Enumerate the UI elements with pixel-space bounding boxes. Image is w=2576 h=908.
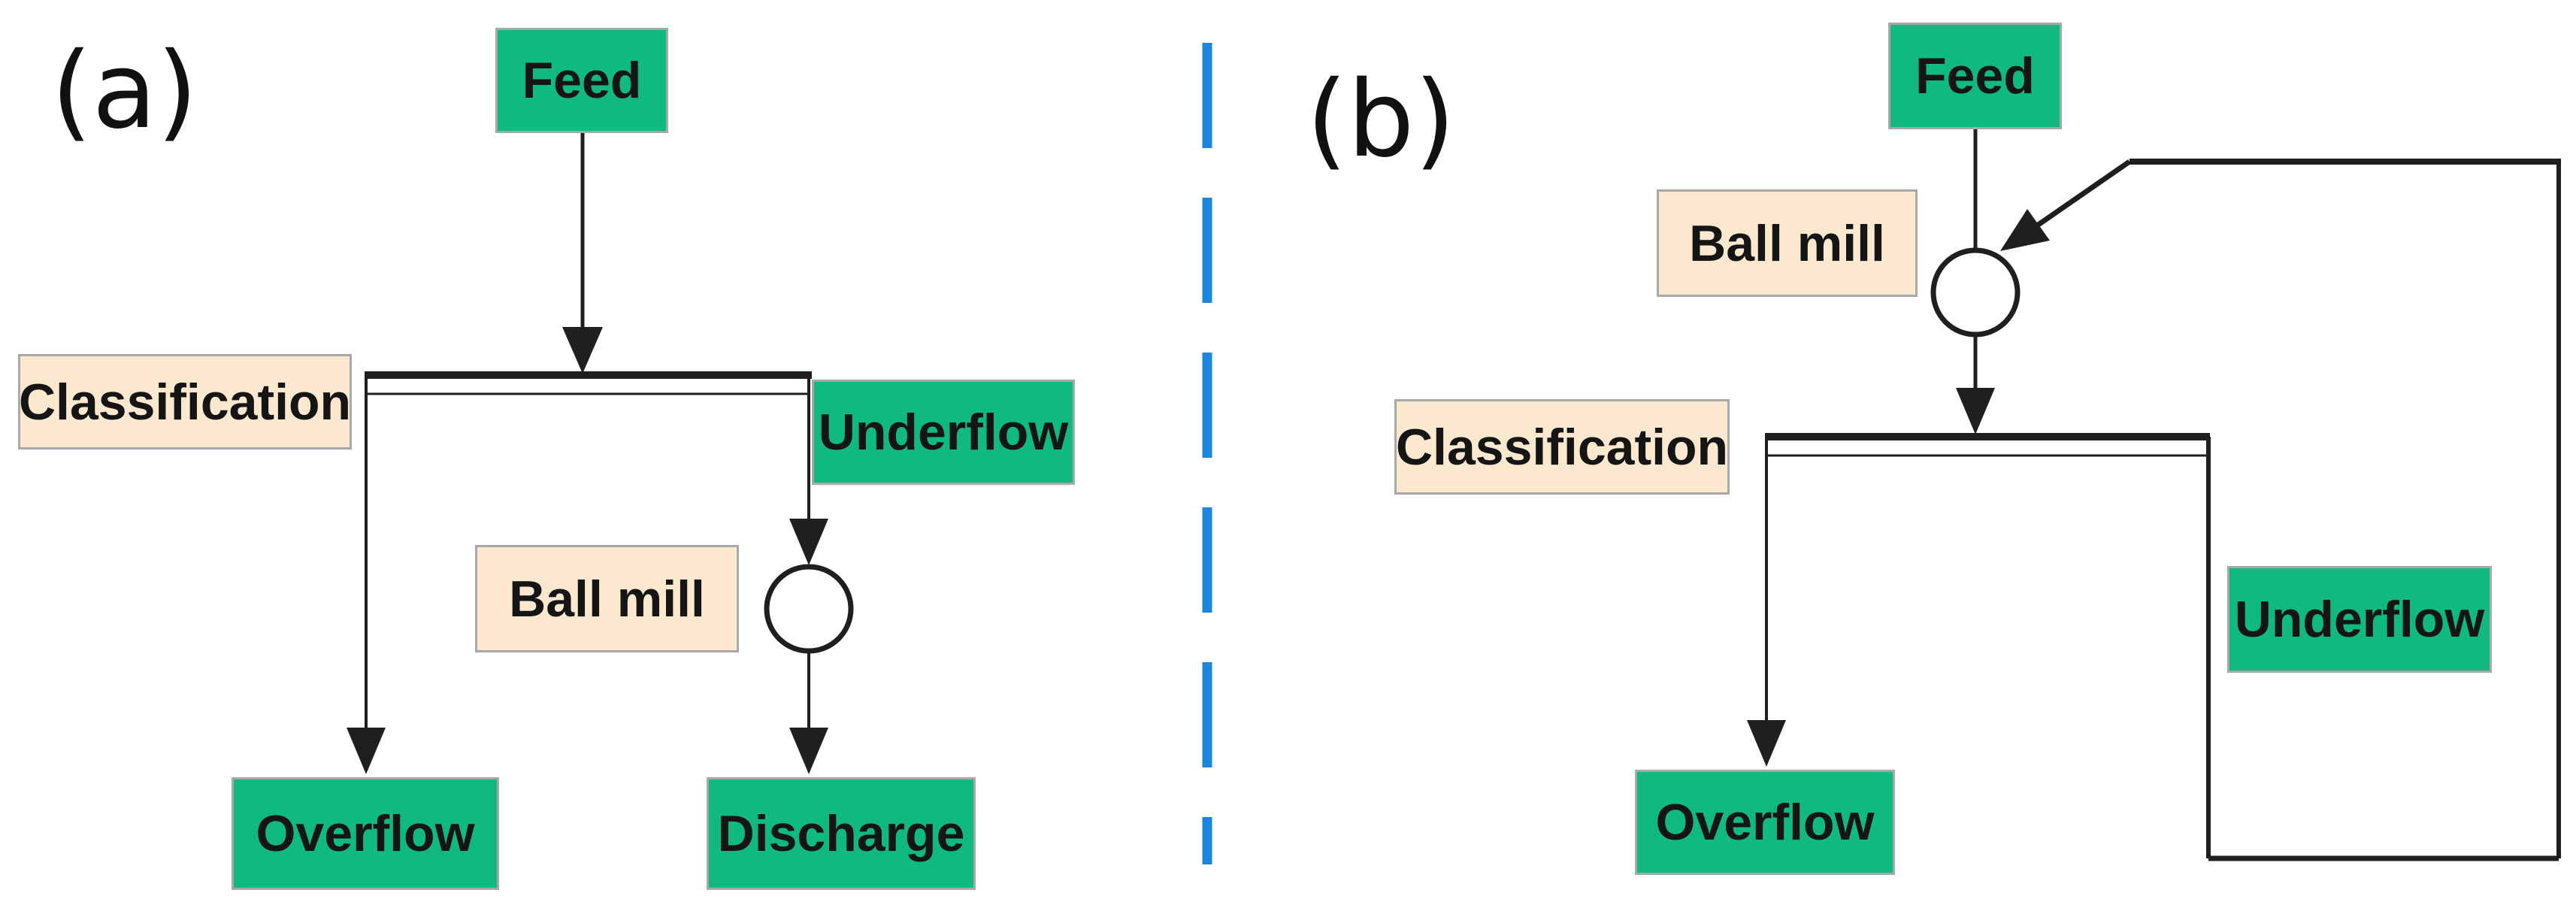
a-classification-label-box: Classification	[18, 354, 352, 449]
a-feed-arrowhead	[562, 327, 603, 374]
a-discharge-box: Discharge	[707, 777, 976, 890]
a-underflow-arrowhead	[789, 519, 828, 565]
a-overflow-arrowhead	[347, 728, 386, 774]
b-feed-box: Feed	[1888, 23, 2062, 129]
b-mill-to-classifier-arrowhead	[1956, 388, 1995, 434]
a-feed-box: Feed	[495, 28, 668, 133]
b-ball-mill-node	[1930, 247, 2021, 337]
b-overflow-arrowhead	[1747, 720, 1786, 767]
b-recycle-diagonal-line	[2028, 159, 2131, 233]
a-ball-mill-label-box: Ball mill	[475, 545, 739, 652]
panel-b-tag: (b)	[1306, 59, 1456, 181]
b-underflow-box: Underflow	[2227, 566, 2492, 673]
a-discharge-arrowhead	[789, 728, 828, 774]
b-classification-label-box: Classification	[1394, 399, 1730, 495]
b-ball-mill-label-box: Ball mill	[1657, 189, 1918, 297]
b-overflow-box: Overflow	[1635, 770, 1895, 875]
b-recycle-arrowhead	[2000, 209, 2050, 251]
panel-a-tag: (a)	[51, 30, 198, 153]
a-underflow-box: Underflow	[812, 380, 1075, 485]
a-overflow-box: Overflow	[232, 777, 499, 890]
a-ball-mill-node	[764, 564, 854, 654]
